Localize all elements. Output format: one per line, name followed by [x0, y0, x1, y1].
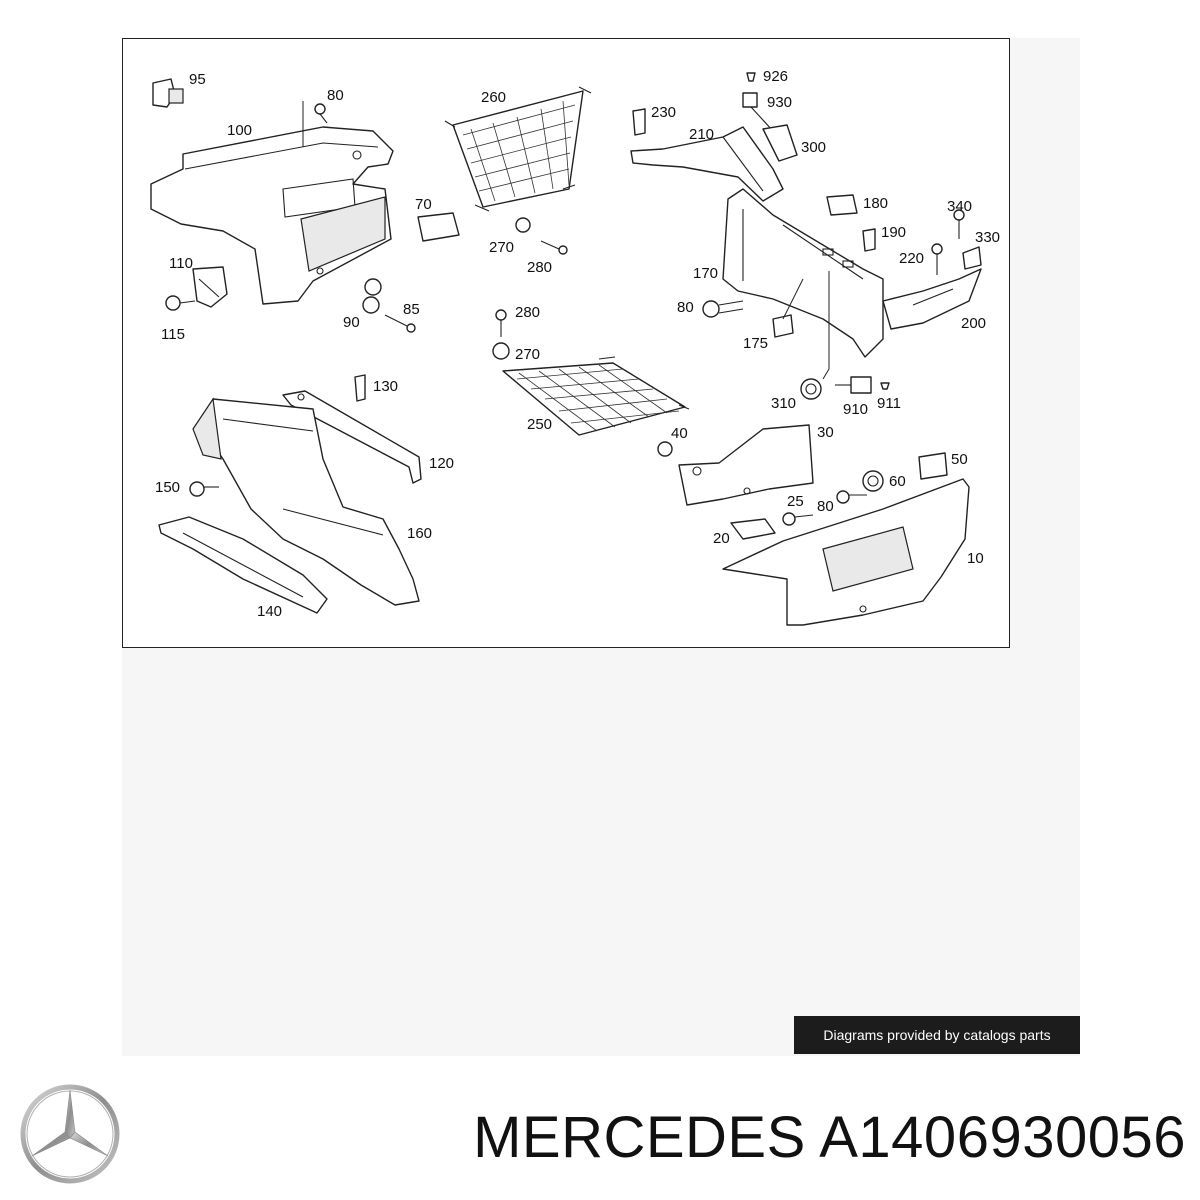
callout-label: 210 [689, 126, 714, 143]
part-100-trim-panel [150, 101, 394, 305]
part-180-cap [826, 194, 858, 216]
callout-label: 160 [407, 525, 432, 542]
callout-label: 190 [881, 224, 906, 241]
callout-label: 90 [343, 314, 360, 331]
callout-label: 175 [743, 335, 768, 352]
part-140-strip [158, 516, 328, 614]
credit-badge: Diagrams provided by catalogs parts [794, 1016, 1080, 1054]
callout-label: 130 [373, 378, 398, 395]
callout-label: 20 [713, 530, 730, 547]
callout-label: 926 [763, 68, 788, 85]
callout-label: 120 [429, 455, 454, 472]
part-110-bracket [192, 266, 228, 308]
callout-label: 85 [403, 301, 420, 318]
part-115-bolt [165, 295, 196, 311]
part-number: A1406930056 [819, 1105, 1186, 1170]
part-926-930-300-sensor [742, 72, 798, 162]
callout-label: 110 [169, 255, 193, 272]
callout-label: 10 [967, 550, 984, 567]
callout-label: 80 [817, 498, 834, 515]
callout-label: 270 [489, 239, 514, 256]
callout-label: 40 [671, 425, 688, 442]
part-95-clip [152, 78, 184, 108]
callout-label: 180 [863, 195, 888, 212]
parts-diagram: 95 80 100 70 110 115 90 85 260 270 280 2… [122, 38, 1010, 648]
part-270-clip-top [515, 217, 531, 233]
callout-label: 25 [787, 493, 804, 510]
callout-labels: 95 80 100 70 110 115 90 85 260 270 280 2… [155, 68, 1000, 620]
part-40-clip [657, 441, 673, 457]
callout-label: 200 [961, 315, 986, 332]
callout-label: 150 [155, 479, 180, 496]
callout-label: 270 [515, 346, 540, 363]
part-260-cargo-net [444, 86, 592, 212]
callout-label: 140 [257, 603, 282, 620]
part-150-bolt [189, 481, 219, 497]
callout-label: 910 [843, 401, 868, 418]
part-10-side-trim [722, 478, 970, 626]
callout-label: 220 [899, 250, 924, 267]
callout-label: 330 [975, 229, 1000, 246]
callout-label: 300 [801, 139, 826, 156]
part-250-cargo-net [502, 356, 690, 436]
exploded-parts-drawing: 95 80 100 70 110 115 90 85 260 270 280 2… [150, 68, 1000, 626]
part-80-bolt-lower [836, 490, 867, 504]
part-910-connector [835, 376, 872, 394]
part-170-bracket [722, 188, 884, 358]
callout-label: 930 [767, 94, 792, 111]
part-70-clip [417, 212, 460, 242]
callout-label: 340 [947, 198, 972, 215]
part-25-bolt [782, 512, 814, 526]
part-85-screw [384, 314, 416, 333]
part-310-grommet [800, 378, 822, 400]
part-90-washer [362, 278, 382, 314]
part-title: MERCEDES A1406930056 [473, 1104, 1186, 1171]
callout-label: 911 [877, 395, 901, 412]
callout-label: 230 [651, 104, 676, 121]
part-270-clip-mid [492, 342, 510, 360]
part-280-screw-top [540, 240, 568, 255]
callout-label: 80 [327, 87, 344, 104]
part-280-screw-mid [495, 309, 507, 337]
part-20-bracket [730, 518, 776, 540]
part-50-clip [918, 452, 948, 480]
part-30-panel [678, 424, 814, 506]
part-160-side-panel [192, 397, 420, 606]
brand-name: MERCEDES [473, 1105, 806, 1170]
callout-label: 115 [161, 326, 185, 343]
part-230-clip [632, 108, 646, 136]
credit-text: Diagrams provided by catalogs parts [823, 1027, 1051, 1043]
part-210-crossmember [630, 126, 784, 202]
mercedes-star-icon [18, 1082, 122, 1186]
callout-label: 280 [527, 259, 552, 276]
part-340-330-220-fasteners [931, 209, 982, 275]
part-130-clip [354, 374, 366, 402]
callout-label: 60 [889, 473, 906, 490]
part-200-bracket [882, 268, 982, 330]
part-175-cap [772, 314, 794, 338]
callout-label: 170 [693, 265, 718, 282]
part-911-pin [880, 382, 890, 390]
part-190-clip [862, 228, 876, 252]
part-80-screw [314, 103, 328, 124]
callout-label: 50 [951, 451, 968, 468]
callout-label: 260 [481, 89, 506, 106]
callout-label: 250 [527, 416, 552, 433]
callout-label: 30 [817, 424, 834, 441]
callout-label: 95 [189, 71, 206, 88]
callout-label: 310 [771, 395, 796, 412]
callout-label: 100 [227, 122, 252, 139]
part-60-grommet [862, 470, 884, 492]
callout-label: 70 [415, 196, 432, 213]
callout-label: 80 [677, 299, 694, 316]
callout-label: 280 [515, 304, 540, 321]
part-80-bolt-right [702, 300, 744, 318]
